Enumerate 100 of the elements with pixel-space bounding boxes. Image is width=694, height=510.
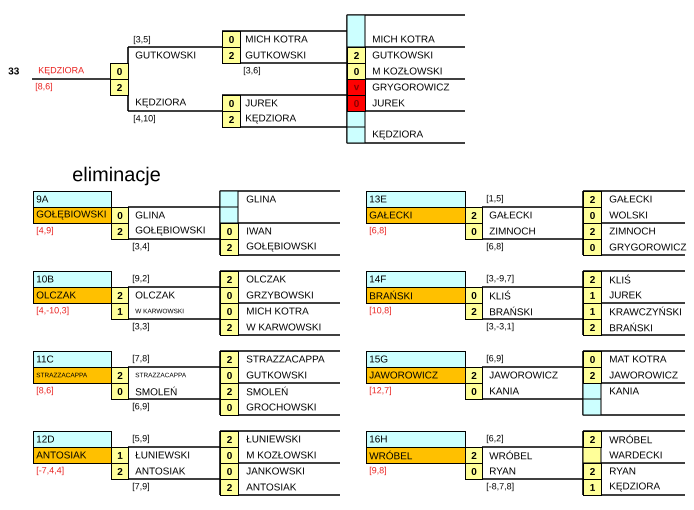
player-name: KANIA (490, 388, 520, 394)
score-cell: 1 (111, 303, 129, 320)
result-note: [-7,4,4] (36, 466, 64, 476)
player-name: JUREK (609, 292, 642, 298)
result-note: [3,3] (132, 322, 150, 332)
player-name: WARDECKI (609, 451, 662, 459)
score-cell: 0 (220, 303, 239, 320)
result-note: [8,6] (36, 82, 52, 92)
group-header: 16H (366, 431, 466, 448)
score-cell: 0 (111, 207, 129, 224)
result-note: [12,7] (370, 386, 391, 396)
player-name: GRZYBOWSKI (246, 291, 313, 299)
player-name: GUTKOWSKI (372, 51, 432, 59)
score-cell: 0 (465, 223, 483, 240)
player-name: GOŁĘBIOWSKI (246, 242, 316, 252)
score-cell: 0 (347, 63, 366, 80)
score-cell: 2 (465, 207, 483, 224)
score-cell: 0 (220, 223, 239, 240)
player-name: ANTOSIAK (135, 467, 186, 475)
player-name: GOŁĘBIOWSKI (136, 226, 205, 236)
result-note: [8,6] (36, 386, 54, 396)
score-cell: 0 (220, 463, 239, 480)
player-name: GUTKOWSKI (246, 51, 306, 59)
result-note: [-8,7,8] (486, 482, 514, 492)
result-note: [4,9] (36, 226, 54, 236)
score-cell: 2 (111, 367, 129, 384)
score-cell: 0 (465, 383, 483, 400)
score-cell: 2 (583, 463, 602, 480)
result-note: [9,2] (132, 274, 150, 284)
score-cell: 2 (220, 351, 239, 368)
score-cell: 2 (111, 223, 129, 240)
player-name: ANTOSIAK (246, 483, 296, 491)
score-cell: 0 (110, 63, 129, 80)
result-note: [5,9] (132, 434, 150, 444)
score-cell: 2 (465, 447, 483, 464)
player-name: GAŁECKI (490, 211, 532, 219)
result-note: [7,9] (132, 482, 150, 492)
player-name: KLIŚ (610, 274, 630, 284)
score-cell: 1 (583, 303, 602, 320)
player-name: GRYGOROWICZ (372, 83, 450, 91)
player-name: STRAZZACAPPA (246, 355, 325, 363)
score-cell: 2 (583, 271, 602, 288)
group-header: 9A (33, 191, 112, 208)
score-cell: 0 (465, 287, 483, 304)
winner-cell: JAWOROWICZ (366, 367, 466, 384)
player-name: JUREK (372, 100, 405, 106)
player-name: SMOLEŃ (136, 386, 176, 396)
player-name: WRÓBEL (609, 434, 652, 444)
player-name: JANKOWSKI (246, 467, 304, 475)
result-note: [6,8] (370, 226, 386, 236)
player-name: ŁUNIEWSKI (246, 435, 300, 443)
match-number: 33 (8, 67, 19, 75)
player-name: KLIŚ (490, 290, 510, 300)
result-note: [3,4] (132, 242, 150, 252)
score-cell: 2 (222, 111, 241, 128)
score-cell: 1 (583, 479, 602, 496)
score-cell: 0 (583, 239, 602, 256)
winner-cell: ANTOSIAK (33, 447, 112, 464)
player-name: GUTKOWSKI (136, 51, 196, 59)
player-name: JAWOROWICZ (609, 371, 678, 379)
player-name: GUTKOWSKI (246, 371, 306, 379)
score-cell: 2 (111, 463, 129, 480)
score-cell: 1 (583, 287, 602, 304)
score-cell: v (347, 79, 366, 96)
score-cell: 2 (220, 479, 239, 496)
score-cell: 0 (465, 463, 483, 480)
score-cell: 2 (111, 287, 129, 304)
score-cell: 2 (583, 223, 602, 240)
result-note: [6,8] (486, 242, 504, 252)
player-name: KĘDZIORA (136, 98, 186, 108)
player-name: RYAN (490, 468, 516, 474)
winner-cell: BRAŃSKI (366, 287, 466, 304)
score-cell: 1 (111, 447, 129, 464)
result-note: [7,8] (132, 354, 150, 364)
score-cell: 2 (465, 367, 483, 384)
result-note: [4,-10,3] (36, 306, 68, 316)
score-cell: 0 (347, 95, 366, 112)
score-cell: 2 (583, 319, 602, 336)
winner-cell: OLCZAK (33, 287, 112, 304)
player-name: GLINA (136, 211, 166, 219)
result-note: [3,6] (244, 66, 260, 76)
player-name: GRYGOROWICZ (610, 243, 686, 251)
result-note: [4,10] (134, 114, 155, 124)
player-name: MICH KOTRA (373, 35, 435, 43)
player-name: MICH KOTRA (246, 35, 308, 43)
result-note: [3,-9,7] (486, 274, 514, 284)
score-cell: 2 (465, 303, 483, 320)
score-cell: 0 (220, 367, 239, 384)
player-name: JAWOROWICZ (489, 371, 558, 379)
winner-cell: WRÓBEL (366, 447, 466, 464)
score-cell: 2 (222, 47, 241, 64)
player-name: OLCZAK (246, 275, 286, 283)
player-name: WOLSKI (609, 211, 648, 219)
player-name: KĘDZIORA (38, 66, 84, 76)
player-name: KĘDZIORA (610, 482, 660, 492)
score-cell: 0 (583, 207, 602, 224)
player-name: W KARWOWSKI (246, 323, 320, 331)
winner-cell: GAŁECKI (366, 207, 466, 224)
result-note: [10,8] (370, 306, 391, 316)
winner-cell: GOŁĘBIOWSKI (33, 207, 112, 224)
